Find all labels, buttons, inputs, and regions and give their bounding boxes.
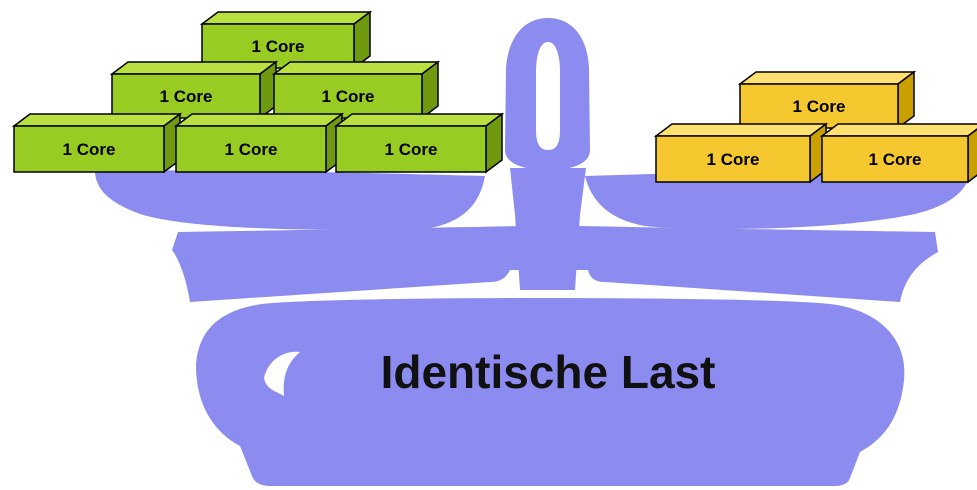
right-brick: 1 Core	[819, 123, 977, 184]
left-brick-label: 1 Core	[385, 140, 438, 159]
right-brick: 1 Core	[653, 122, 829, 184]
left-brick-front	[273, 73, 423, 119]
left-brick-label: 1 Core	[160, 87, 213, 106]
left-brick: 1 Core	[109, 60, 279, 120]
scale-beam	[172, 226, 938, 302]
right-brick-front	[821, 135, 969, 183]
left-brick-front	[175, 125, 327, 173]
right-brick-top	[653, 123, 829, 137]
left-brick: 1 Core	[271, 60, 441, 120]
left-brick-top	[11, 113, 183, 127]
scale-base	[196, 298, 905, 486]
left-brick-top	[109, 61, 279, 75]
left-brick-front	[335, 125, 487, 173]
right-brick-label: 1 Core	[707, 150, 760, 169]
left-brick-label: 1 Core	[63, 140, 116, 159]
left-brick: 1 Core	[333, 112, 505, 174]
right-brick-top	[737, 71, 917, 85]
left-brick-top	[199, 11, 373, 25]
left-brick-label: 1 Core	[322, 87, 375, 106]
left-brick-front	[201, 23, 355, 69]
scale-handle-icon	[505, 18, 590, 170]
right-brick-top	[819, 123, 977, 137]
left-brick: 1 Core	[11, 112, 183, 174]
right-brick-front	[739, 83, 899, 129]
left-brick-top	[333, 113, 505, 127]
right-brick-stack: 1 Core 1 Core 1 Core	[653, 70, 977, 184]
left-brick-top	[173, 113, 345, 127]
diagram-title: Identische Last	[381, 346, 716, 398]
left-brick-label: 1 Core	[252, 37, 305, 56]
left-brick-top	[271, 61, 441, 75]
left-brick-label: 1 Core	[225, 140, 278, 159]
right-brick-label: 1 Core	[793, 97, 846, 116]
left-brick: 1 Core	[173, 112, 345, 174]
scale-highlight-icon	[264, 351, 300, 396]
left-brick-front	[13, 125, 165, 173]
scale-left-pan	[95, 170, 485, 230]
right-brick: 1 Core	[737, 70, 917, 130]
balance-scale	[95, 18, 970, 486]
left-brick-stack: 1 Core 1 Core 1 Core 1 Core 1 Core 1 Core	[11, 10, 505, 174]
left-brick: 1 Core	[199, 10, 373, 70]
right-brick-label: 1 Core	[869, 150, 922, 169]
right-brick-front	[655, 135, 811, 183]
scale-right-pan	[585, 171, 970, 230]
